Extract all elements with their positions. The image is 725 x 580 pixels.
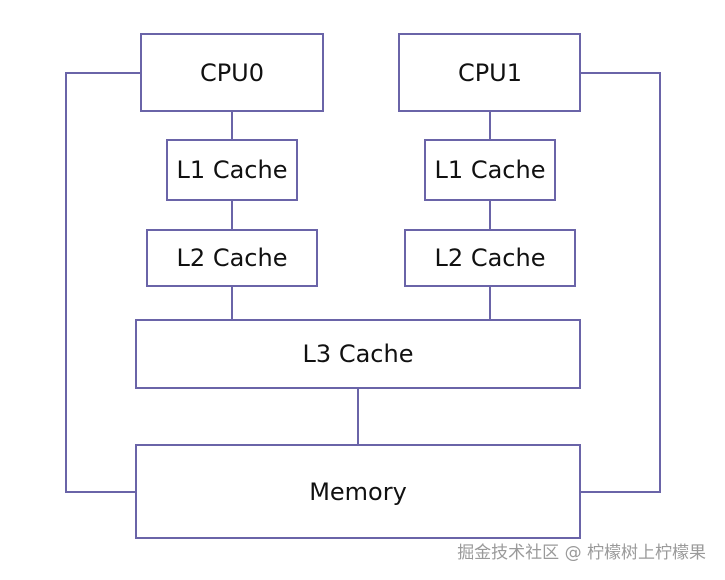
cpu0-label: CPU0 bbox=[200, 59, 264, 87]
cpu0-box bbox=[140, 33, 324, 112]
connector-cpu0-memory bbox=[65, 72, 141, 493]
cpu0-l2-cache-label: L2 Cache bbox=[177, 244, 288, 272]
connector-cpu1-memory bbox=[580, 72, 661, 493]
l3-cache-label: L3 Cache bbox=[303, 340, 414, 368]
cpu0-l2-cache-box bbox=[146, 229, 318, 287]
cpu1-label: CPU1 bbox=[458, 59, 522, 87]
watermark-text: 掘金技术社区 @ 柠檬树上柠檬果 bbox=[457, 543, 706, 563]
cpu0-l1-cache-box bbox=[166, 139, 298, 201]
cpu1-l1-cache-box bbox=[424, 139, 556, 201]
memory-label: Memory bbox=[309, 478, 407, 506]
cpu0-l1-cache-label: L1 Cache bbox=[177, 156, 288, 184]
memory-box bbox=[135, 444, 581, 539]
cpu1-l1-cache-label: L1 Cache bbox=[435, 156, 546, 184]
l3-cache-box bbox=[135, 319, 581, 389]
cpu1-box bbox=[398, 33, 581, 112]
cpu1-l2-cache-box bbox=[404, 229, 576, 287]
cpu1-l2-cache-label: L2 Cache bbox=[435, 244, 546, 272]
